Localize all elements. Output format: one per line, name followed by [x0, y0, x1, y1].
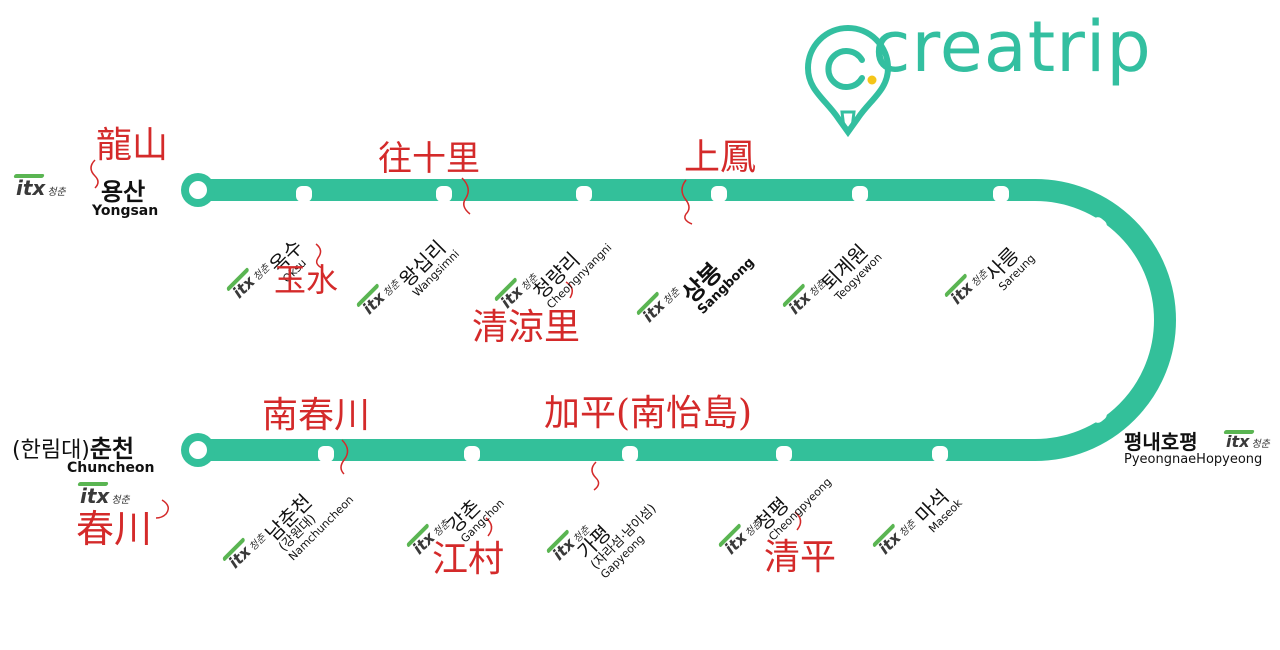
stop-oksu [296, 186, 312, 202]
hanja-wangsimni: 往十里 [378, 139, 480, 179]
stop-sangbong [711, 186, 727, 202]
terminal-chuncheon-ko: (한림대)춘천 [12, 435, 135, 463]
stop-cheongpyeong [776, 446, 792, 462]
hanja-cheongpyeong: 清平 [764, 537, 837, 578]
terminal-yongsan-ko: 용산 [101, 178, 146, 206]
hanja-oksu: 玉水 [274, 261, 339, 299]
hanja-gapyeong: 加平(南怡島) [544, 393, 753, 434]
stop-namchuncheon [318, 446, 334, 462]
logo-dot [867, 75, 877, 85]
hanja-gangchon: 江村 [432, 539, 505, 580]
terminal-chuncheon-marker-inner [189, 441, 207, 459]
stop-pyeongnae [1089, 405, 1107, 423]
terminal-pyeongnae-en: PyeongnaeHopyeong [1124, 452, 1263, 467]
stop-sareung [993, 186, 1009, 202]
stop-gangchon [464, 446, 480, 462]
hanja-cheongnyangni: 清涼里 [472, 307, 581, 348]
track [198, 179, 1176, 461]
hanja-sangbong: 上鳳 [684, 137, 757, 178]
creatrip-logo-text: creatrip [872, 6, 1152, 88]
terminal-yongsan-en: Yongsan [92, 203, 159, 219]
hanja-connectors [90, 159, 802, 537]
stop-teogyewon [852, 186, 868, 202]
stop-maseok [932, 446, 948, 462]
hanja-namchuncheon: 南春川 [262, 395, 371, 436]
terminal-chuncheon-en: Chuncheon [67, 460, 155, 476]
hanja-yongsan: 龍山 [96, 125, 169, 166]
terminal-pyeongnae-ko: 평내호평 [1124, 430, 1198, 454]
creatrip-logo-mark [804, 24, 892, 138]
stop-gapyeong [622, 446, 638, 462]
stop-curve-top [1089, 217, 1107, 235]
stop-wangsimni [436, 186, 452, 202]
terminal-yongsan-marker-inner [189, 181, 207, 199]
stop-cheongnyangni [576, 186, 592, 202]
hanja-chuncheon: 春川 [76, 507, 153, 551]
